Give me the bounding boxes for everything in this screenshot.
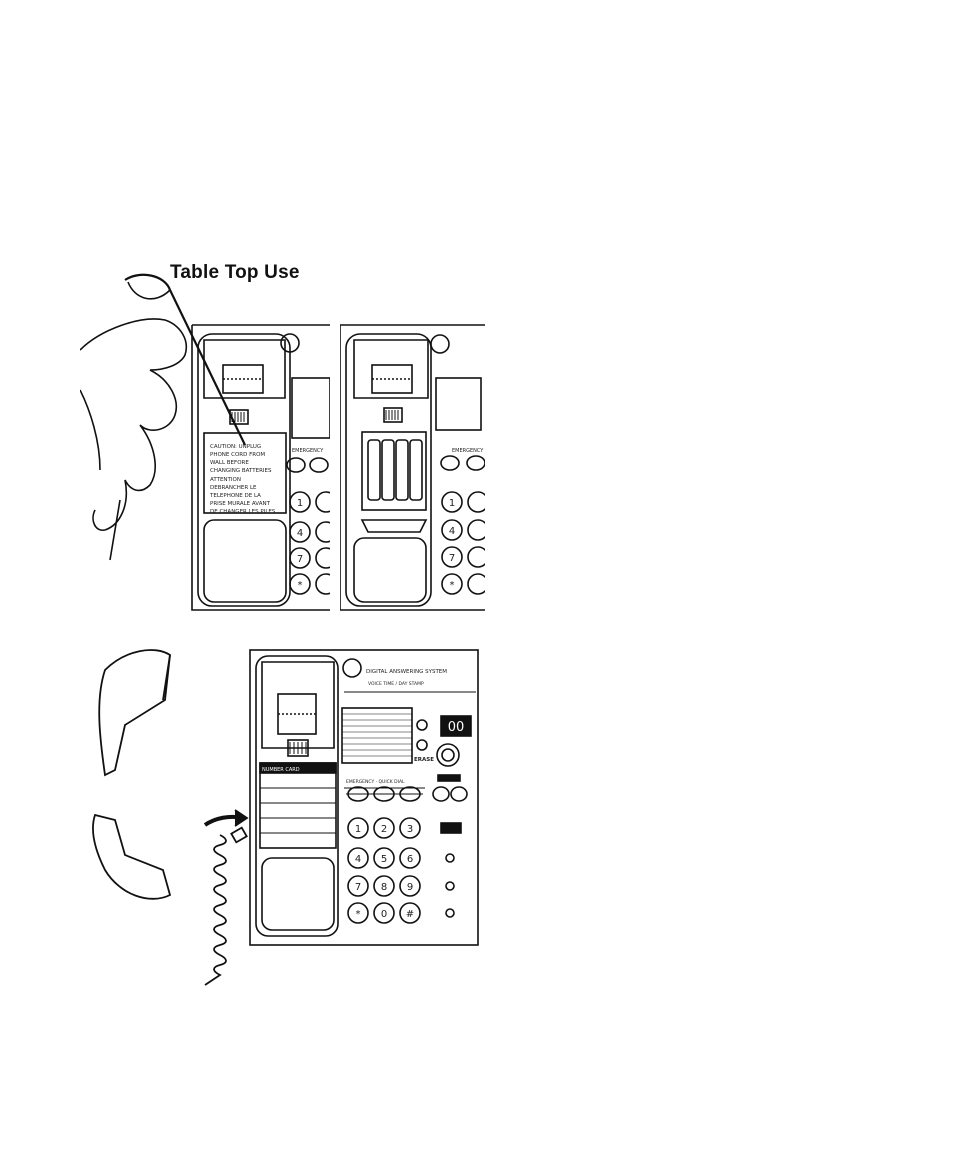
key-label: 1 — [355, 824, 361, 835]
caution-line: WALL BEFORE — [210, 460, 249, 466]
caution-line: DE CHANGER LES PILES — [210, 509, 276, 515]
key-label: * — [450, 580, 455, 591]
key-label: 7 — [355, 882, 361, 893]
key-label: 6 — [407, 854, 413, 865]
key-label: 2 — [381, 824, 387, 835]
key-label: 4 — [449, 526, 455, 537]
emergency-label: EMERGENCY — [292, 448, 324, 454]
model-title: DIGITAL ANSWERING SYSTEM — [366, 669, 447, 675]
emergency-label: EMERGENCY — [452, 448, 484, 454]
caution-line: PHONE CORD FROM — [210, 452, 265, 458]
battery-compartment-illustration: EMERGENCY 1 4 7 * — [340, 324, 485, 611]
page-title: Table Top Use — [170, 262, 300, 283]
key-label: 5 — [381, 854, 387, 865]
key-label: 1 — [449, 498, 455, 509]
caution-line: PRISE MURALE AVANT — [210, 501, 271, 507]
key-label: 7 — [449, 553, 455, 564]
model-subtitle: VOICE TIME / DAY STAMP — [368, 681, 424, 687]
caution-line: TELEPHONE DE LA — [209, 493, 261, 499]
caution-line: ATTENTION — [210, 477, 241, 483]
handset-and-cord-illustration — [92, 649, 249, 986]
key-label: # — [406, 909, 414, 920]
caution-line: CHANGING BATTERIES — [210, 468, 272, 474]
memory-strip-label: EMERGENCY · QUICK DIAL — [346, 779, 405, 785]
caution-line: DEBRANCHER LE — [210, 485, 257, 491]
counter-display: 00 — [448, 720, 465, 735]
key-label: 7 — [297, 554, 303, 565]
key-label: 1 — [297, 498, 303, 509]
base-unit-illustration: DIGITAL ANSWERING SYSTEM VOICE TIME / DA… — [249, 649, 479, 946]
key-label: 4 — [355, 854, 361, 865]
caution-line: CAUTION: UNPLUG — [210, 444, 261, 450]
key-label: * — [356, 909, 361, 920]
battery-cover-removal-illustration: CAUTION: UNPLUG PHONE CORD FROM WALL BEF… — [80, 273, 330, 611]
key-label: * — [298, 580, 303, 591]
key-label: 4 — [297, 528, 303, 539]
key-label: 8 — [381, 882, 387, 893]
key-label: 9 — [407, 882, 413, 893]
number-card-header: NUMBER CARD — [262, 767, 300, 773]
key-label: 3 — [407, 824, 413, 835]
key-label: 0 — [381, 909, 387, 920]
erase-label: ERASE — [414, 757, 434, 763]
